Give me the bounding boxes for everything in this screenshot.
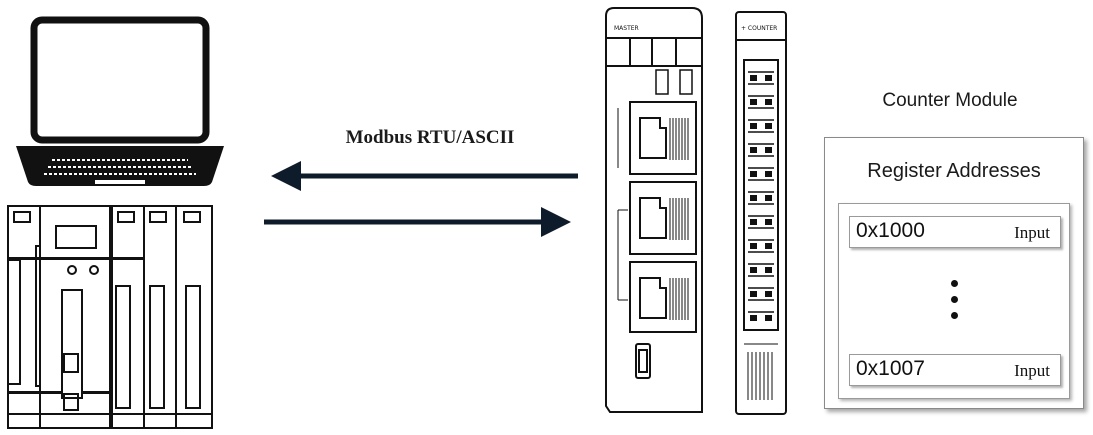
communication-arrows [264,161,578,237]
register-panel-title: Register Addresses [867,160,1041,182]
register-type: Input [1014,223,1050,242]
register-type: Input [1014,361,1050,380]
svg-text:+ COUNTER: + COUNTER [741,25,777,32]
register-row: 0x1007 Input [849,354,1061,386]
laptop-icon [16,16,224,186]
ellipsis-dot [951,280,958,287]
register-panel: Register Addresses 0x1000 Input 0x1007 I… [824,137,1084,409]
modbus-coupler-module-icon: MASTER [605,7,703,413]
register-address: 0x1007 [856,357,925,380]
plc-rack-icon [7,205,213,429]
svg-text:MASTER: MASTER [614,25,639,32]
register-address: 0x1000 [856,219,925,242]
ellipsis-dot [951,296,958,303]
register-row: 0x1000 Input [849,216,1061,248]
register-list: 0x1000 Input 0x1007 Input [838,203,1070,399]
counter-io-module-icon: + COUNTER [735,11,787,415]
counter-module-title: Counter Module [882,90,1018,111]
ellipsis-dot [951,312,958,319]
protocol-label: Modbus RTU/ASCII [345,127,515,148]
